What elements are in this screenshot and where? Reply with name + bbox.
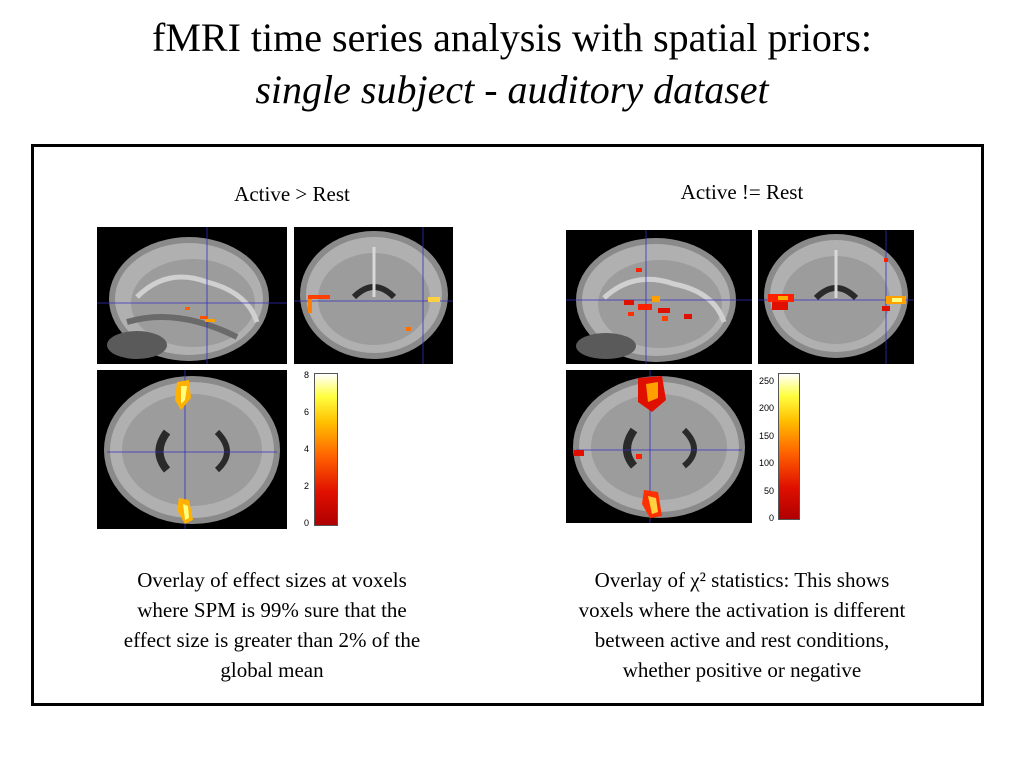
slide-title-sub: single subject - auditory dataset	[255, 67, 769, 112]
right-colorbar-tick: 250	[758, 376, 774, 386]
right-caption-line: whether positive or negative	[622, 658, 862, 682]
figure-frame	[31, 144, 984, 706]
right-colorbar	[778, 373, 800, 520]
right-caption-line: voxels where the activation is different	[578, 598, 906, 622]
right-coronal-slice	[758, 230, 914, 364]
left-colorbar-tick: 6	[303, 407, 309, 417]
slide-title-main: fMRI time series analysis with spatial p…	[152, 15, 872, 60]
left-colorbar-tick: 0	[303, 518, 309, 528]
right-colorbar-tick: 0	[768, 513, 774, 523]
right-caption-line: Overlay of χ² statistics: This shows	[594, 568, 890, 592]
left-colorbar	[314, 373, 338, 526]
right-colorbar-tick: 50	[763, 486, 774, 496]
right-colorbar-tick: 200	[758, 403, 774, 413]
left-caption-line: global mean	[220, 658, 324, 682]
right-caption-line: between active and rest conditions,	[594, 628, 890, 652]
left-caption-line: effect size is greater than 2% of the	[123, 628, 421, 652]
left-coronal-slice	[294, 227, 453, 364]
left-sagittal-slice	[97, 227, 287, 364]
left-axial-slice	[97, 370, 287, 529]
right-caption: Overlay of χ² statistics: This shows vox…	[530, 565, 954, 685]
slide-title: fMRI time series analysis with spatial p…	[0, 12, 1024, 116]
right-panel-heading: Active != Rest	[680, 180, 804, 204]
left-caption: Overlay of effect sizes at voxels where …	[72, 565, 472, 685]
right-colorbar-tick: 150	[758, 431, 774, 441]
left-colorbar-tick: 2	[303, 481, 309, 491]
left-caption-line: where SPM is 99% sure that the	[137, 598, 407, 622]
right-sagittal-slice	[566, 230, 752, 364]
left-colorbar-tick: 8	[303, 370, 309, 380]
right-colorbar-tick: 100	[758, 458, 774, 468]
right-axial-slice	[566, 370, 752, 523]
left-caption-line: Overlay of effect sizes at voxels	[137, 568, 407, 592]
left-panel-heading: Active > Rest	[234, 182, 350, 206]
left-colorbar-tick: 4	[303, 444, 309, 454]
